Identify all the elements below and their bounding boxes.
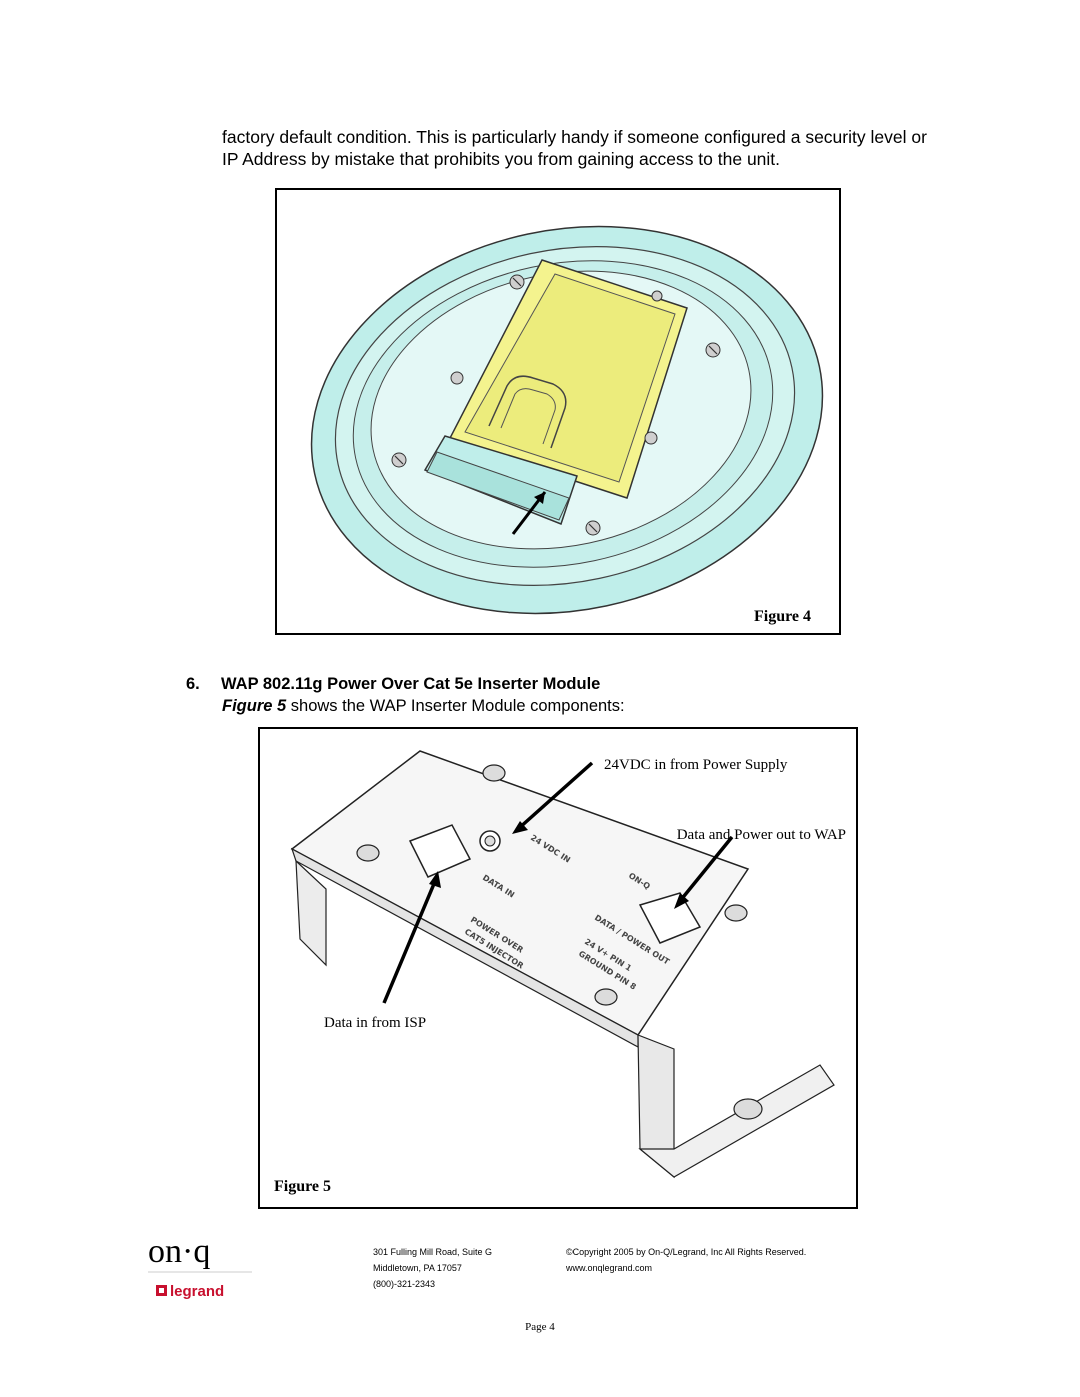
figure-4: Figure 4 <box>275 188 841 635</box>
footer-copyright: ©Copyright 2005 by On-Q/Legrand, Inc All… <box>566 1244 806 1276</box>
figure-5-caption: Figure 5 <box>274 1178 331 1195</box>
figure-5-reference: Figure 5 <box>222 697 287 715</box>
phone-number: (800)-321-2343 <box>373 1279 436 1289</box>
logo-mark: on·q legrand <box>148 1233 252 1300</box>
footer-address: 301 Fulling Mill Road, Suite G Middletow… <box>373 1244 492 1292</box>
website-link[interactable]: www.onqlegrand.com <box>566 1263 653 1273</box>
label-data-in: Data in from ISP <box>324 1015 426 1031</box>
inserter-module-illustration: 24 VDC IN DATA IN ON-Q DATA / POWER OUT … <box>274 750 846 1195</box>
section-6-intro-text: shows the WAP Inserter Module components… <box>286 697 625 715</box>
intro-line-1: factory default condition. This is parti… <box>222 127 927 147</box>
intro-line-2: IP Address by mistake that prohibits you… <box>222 149 781 169</box>
wap-base-illustration: Figure 4 <box>310 225 824 625</box>
intro-paragraph: factory default condition. This is parti… <box>222 126 952 170</box>
address-line-1: 301 Fulling Mill Road, Suite G <box>373 1247 493 1257</box>
copyright-text: ©Copyright 2005 by On-Q/Legrand, Inc All… <box>566 1247 807 1257</box>
logo-brand: on·q <box>148 1233 210 1270</box>
address-line-2: Middletown, PA 17057 <box>373 1263 462 1273</box>
section-6-intro: Figure 5 shows the WAP Inserter Module c… <box>222 697 625 716</box>
onq-legrand-logo: on·q legrand <box>148 1232 256 1304</box>
section-6-heading: 6. WAP 802.11g Power Over Cat 5e Inserter… <box>186 675 600 694</box>
section-number: 6. <box>186 675 200 693</box>
figure-4-caption: Figure 4 <box>754 608 811 625</box>
label-data-power-out: Data and Power out to WAP <box>677 827 846 843</box>
page-number: Page 4 <box>525 1321 555 1333</box>
section-title: WAP 802.11g Power Over Cat 5e Inserter M… <box>221 675 601 693</box>
figure-5: 24 VDC IN DATA IN ON-Q DATA / POWER OUT … <box>258 727 858 1209</box>
label-power-in: 24VDC in from Power Supply <box>604 757 788 773</box>
logo-sub: legrand <box>170 1283 224 1300</box>
